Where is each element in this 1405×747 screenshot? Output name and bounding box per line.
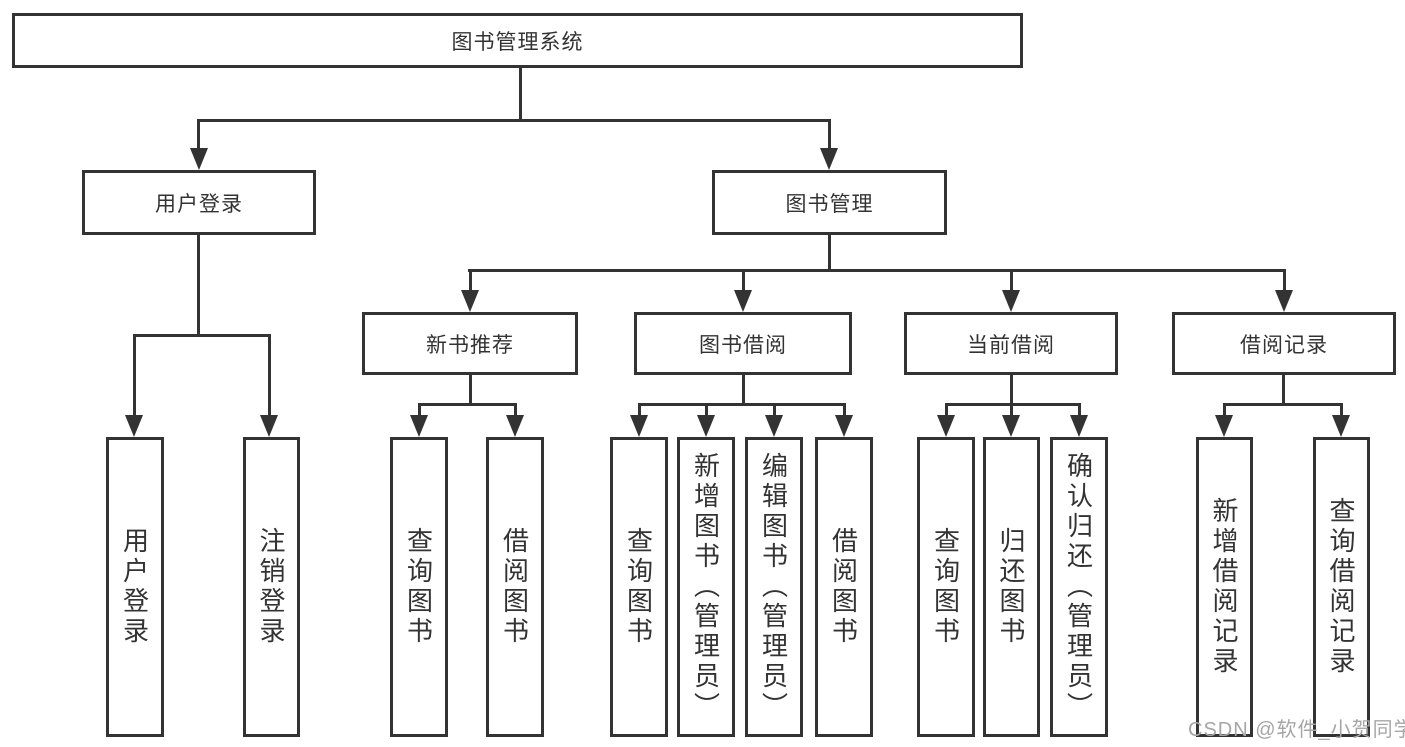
connector-recommendation-stem [469, 375, 472, 406]
connector-book-management-bar [468, 269, 1286, 272]
connector-book-management-drop-3 [1010, 271, 1013, 290]
arrow-down-icon [765, 415, 783, 437]
node-add-borrow-record: 新增借阅记录 [1196, 437, 1253, 737]
node-current-borrowing: 当前借阅 [904, 312, 1118, 375]
node-book-management: 图书管理 [712, 170, 947, 235]
node-user-login-action: 用户登录 [106, 437, 164, 737]
connector-borrowing-drop-3 [773, 405, 776, 415]
node-recommend-search-books: 查询图书 [390, 437, 448, 737]
connector-user-login-stem [197, 235, 200, 337]
node-book-management-system-label: 图书管理系统 [451, 30, 584, 54]
arrow-down-icon [125, 415, 143, 437]
node-new-book-recommendation-label: 新书推荐 [426, 333, 514, 357]
connector-root-drop-left [197, 120, 200, 148]
node-borrowing-search-books: 查询图书 [610, 437, 668, 737]
arrow-down-icon [937, 415, 955, 437]
node-borrowing-search-books-label: 查询图书 [623, 527, 654, 647]
arrow-down-icon [1002, 415, 1020, 437]
node-confirm-return-admin: 确认归还（管理员） [1050, 437, 1108, 737]
node-return-books: 归还图书 [983, 437, 1040, 737]
node-recommend-borrow-books-label: 借阅图书 [499, 527, 530, 647]
connector-current-drop-3 [1078, 405, 1081, 415]
connector-root-bar [197, 119, 831, 122]
node-add-books-admin: 新增图书（管理员） [677, 437, 735, 737]
arrow-down-icon [410, 415, 428, 437]
connector-records-drop-1 [1223, 405, 1226, 415]
arrow-down-icon [1070, 415, 1088, 437]
arrow-down-icon [1002, 290, 1020, 312]
node-logout-action: 注销登录 [243, 437, 300, 737]
node-borrowing-borrow-books: 借阅图书 [815, 437, 873, 737]
node-borrowing-borrow-books-label: 借阅图书 [828, 527, 859, 647]
connector-borrowing-drop-1 [638, 405, 641, 415]
arrow-down-icon [697, 415, 715, 437]
node-search-borrow-record: 查询借阅记录 [1313, 437, 1370, 737]
node-book-borrowing-label: 图书借阅 [699, 333, 787, 357]
connector-recommendation-drop-2 [514, 405, 517, 415]
connector-user-login-bar [133, 334, 271, 337]
watermark-text: CSDN @软件_小贺同学 [1188, 719, 1405, 741]
connector-records-stem [1282, 375, 1285, 406]
node-current-borrowing-label: 当前借阅 [967, 333, 1055, 357]
arrow-down-icon [1332, 415, 1350, 437]
connector-root-drop-right [828, 120, 831, 148]
connector-current-drop-1 [945, 405, 948, 415]
connector-user-login-drop-1 [133, 336, 136, 415]
node-current-search-books-label: 查询图书 [930, 527, 961, 647]
node-recommend-borrow-books: 借阅图书 [486, 437, 544, 737]
arrow-down-icon [1215, 415, 1233, 437]
connector-root-stem [519, 68, 522, 121]
connector-book-management-drop-1 [469, 271, 472, 290]
arrow-down-icon [835, 415, 853, 437]
node-return-books-label: 归还图书 [996, 527, 1026, 647]
node-edit-books-admin-label: 编辑图书（管理员） [758, 452, 789, 722]
node-logout-action-label: 注销登录 [256, 527, 286, 647]
connector-book-management-stem [828, 235, 831, 272]
connector-recommendation-drop-1 [418, 405, 421, 415]
node-add-borrow-record-label: 新增借阅记录 [1209, 497, 1239, 677]
connector-book-management-drop-2 [742, 271, 745, 290]
node-user-login-action-label: 用户登录 [119, 527, 150, 647]
node-borrowing-records: 借阅记录 [1172, 312, 1396, 375]
node-recommend-search-books-label: 查询图书 [403, 527, 434, 647]
node-book-management-system: 图书管理系统 [12, 13, 1023, 68]
arrow-down-icon [260, 415, 278, 437]
arrow-down-icon [190, 148, 208, 170]
node-borrowing-records-label: 借阅记录 [1240, 333, 1328, 357]
connector-current-stem [1010, 375, 1013, 406]
node-add-books-admin-label: 新增图书（管理员） [690, 452, 721, 722]
connector-book-management-drop-4 [1283, 271, 1286, 290]
node-user-login-label: 用户登录 [155, 192, 243, 216]
connector-current-drop-2 [1010, 405, 1013, 415]
arrow-down-icon [630, 415, 648, 437]
connector-records-drop-2 [1340, 405, 1343, 415]
connector-records-bar [1223, 403, 1343, 406]
node-search-borrow-record-label: 查询借阅记录 [1326, 497, 1356, 677]
connector-borrowing-drop-4 [843, 405, 846, 415]
connector-borrowing-drop-2 [705, 405, 708, 415]
node-book-management-label: 图书管理 [785, 192, 874, 216]
node-edit-books-admin: 编辑图书（管理员） [745, 437, 803, 737]
arrow-down-icon [820, 148, 838, 170]
connector-borrowing-stem [742, 375, 745, 406]
connector-current-bar [945, 403, 1081, 406]
node-confirm-return-admin-label: 确认归还（管理员） [1063, 452, 1094, 722]
connector-borrowing-bar [638, 403, 846, 406]
node-book-borrowing: 图书借阅 [634, 312, 852, 375]
connector-user-login-drop-2 [268, 336, 271, 415]
arrow-down-icon [734, 290, 752, 312]
node-user-login: 用户登录 [82, 170, 316, 235]
node-new-book-recommendation: 新书推荐 [362, 312, 578, 375]
arrow-down-icon [461, 290, 479, 312]
arrow-down-icon [1275, 290, 1293, 312]
connector-recommendation-bar [418, 403, 517, 406]
node-current-search-books: 查询图书 [917, 437, 975, 737]
arrow-down-icon [506, 415, 524, 437]
